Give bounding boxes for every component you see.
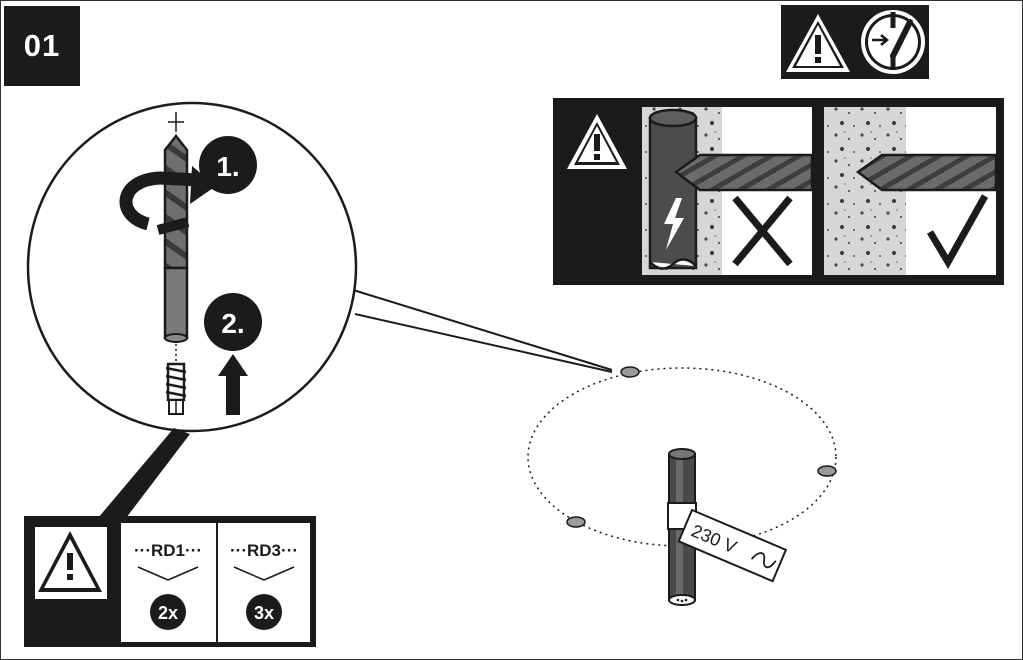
lightning-icon <box>664 198 684 250</box>
drill-bit-horizontal <box>855 153 998 192</box>
magnified-detail-view: 1. 2. <box>26 101 613 433</box>
drill-bit-horizontal <box>673 153 814 192</box>
crosshair-mark-icon <box>168 112 184 132</box>
zoom-connector-line <box>349 288 613 371</box>
concealed-pipe <box>648 108 698 270</box>
voltage-tag: 230 V <box>667 502 788 583</box>
zoom-connector-line <box>354 313 613 373</box>
quantity-badge <box>150 594 186 630</box>
safety-icons-strip <box>781 5 929 79</box>
drill-bit-vertical <box>163 133 189 343</box>
correct-drilling-scenario <box>824 107 998 275</box>
check-icon <box>926 194 989 269</box>
quantity-badge <box>246 594 282 630</box>
warning-triangle-icon <box>786 14 850 72</box>
quantity-label: 3x <box>254 603 274 623</box>
drill-hole-circle-guide <box>527 367 837 547</box>
dowel-type-label: ···RD3··· <box>230 541 298 560</box>
drill-hole-marker <box>817 465 837 477</box>
drill-hole-marker <box>620 366 640 378</box>
step-1-marker: 1. <box>199 136 257 194</box>
warning-triangle-icon <box>567 114 627 169</box>
step-2-marker: 2. <box>204 293 262 351</box>
cross-icon <box>732 195 793 267</box>
drill-hole-marker <box>566 516 586 528</box>
wall-dowel <box>165 362 187 415</box>
wrong-drilling-scenario <box>642 107 814 275</box>
dowel-type-callout: ···RD1··· ···RD3··· 2x 3x <box>24 428 316 647</box>
chevron-down-icon <box>137 566 199 581</box>
insert-direction-arrow-icon <box>218 354 248 415</box>
quantity-label: 2x <box>158 603 178 623</box>
power-off-switch-icon <box>861 10 925 74</box>
step-2-label: 2. <box>221 308 244 339</box>
chevron-down-icon <box>233 566 295 581</box>
dowel-type-label: ···RD1··· <box>134 541 202 560</box>
drilling-safety-panel <box>553 98 1004 285</box>
rotation-arrow-icon <box>119 166 216 235</box>
alternating-current-icon <box>750 552 777 569</box>
drill-hole-layout: 230 V <box>527 366 837 606</box>
magnifier-circle <box>26 101 358 433</box>
step-number-badge: 01 <box>4 6 80 86</box>
warning-triangle-icon <box>35 527 107 599</box>
callout-pointer <box>98 428 190 518</box>
step-1-label: 1. <box>216 151 239 182</box>
